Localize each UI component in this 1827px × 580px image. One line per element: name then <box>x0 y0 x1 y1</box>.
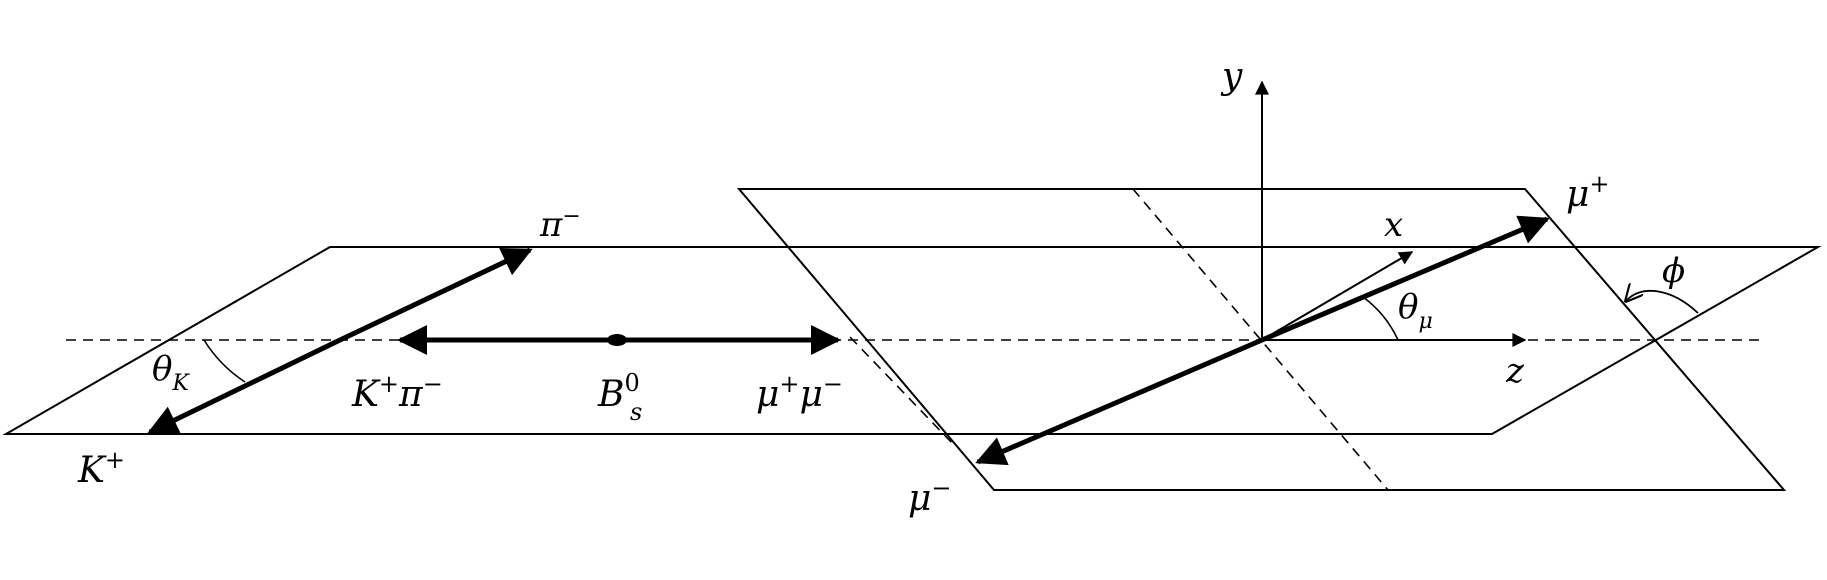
mu-minus-label: μ− <box>908 474 952 519</box>
mu-minus-track <box>975 337 1263 466</box>
pi-minus-label: π− <box>539 204 581 245</box>
bs0-label: B0 <box>597 369 640 415</box>
bs0-vertex-dot <box>607 334 627 346</box>
mumu-system-label: μ+μ− <box>756 370 843 415</box>
mumu-plane-hidden-edge <box>849 336 956 447</box>
bs0-subscript: s <box>630 398 642 426</box>
kpi-system-label: K+π− <box>351 370 443 415</box>
phi-label: ϕ <box>1662 251 1685 291</box>
pi-minus-track <box>338 247 533 343</box>
phi-angle-arc <box>1626 291 1699 314</box>
mumu-plane-midline <box>1132 188 1389 491</box>
k-plus-label: K+ <box>77 446 125 491</box>
k-plus-track <box>147 337 342 435</box>
mu-plus-track <box>1261 215 1550 343</box>
theta-k-angle-arc <box>203 339 246 383</box>
z-axis-label: z <box>1505 351 1525 391</box>
x-axis-label: x <box>1384 205 1403 245</box>
theta-k-label: θK <box>152 349 190 396</box>
x-axis-line <box>1261 251 1414 341</box>
y-axis-label: y <box>1220 56 1243 97</box>
mu-plus-label: μ+ <box>1566 170 1610 215</box>
theta-mu-label: θμ <box>1398 287 1433 334</box>
theta-mu-angle-arc <box>1362 296 1399 341</box>
